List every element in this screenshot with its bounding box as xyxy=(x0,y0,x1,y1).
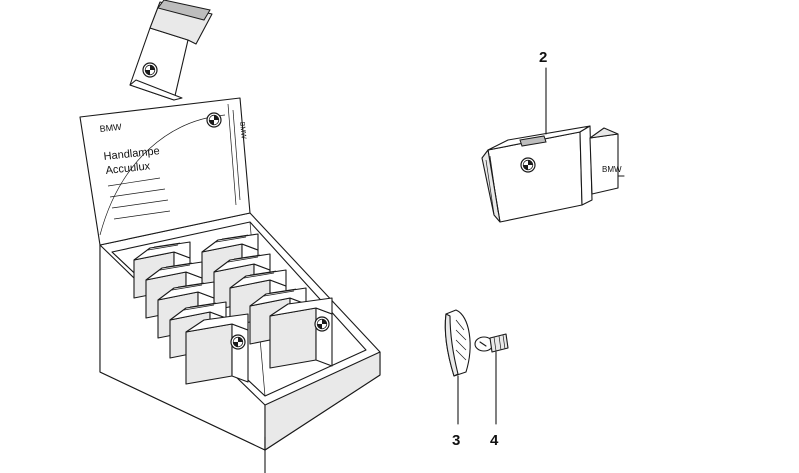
boxed-lamps xyxy=(133,233,333,385)
hand-lamp-part: BMW 2 xyxy=(481,49,625,223)
callout-2: 2 xyxy=(539,49,547,66)
lens-part: 3 xyxy=(444,309,471,449)
box-brand-label: BMW xyxy=(99,122,122,134)
bmw-roundel-icon xyxy=(520,157,536,173)
box-side-label: BMW xyxy=(238,121,247,139)
bmw-roundel-icon xyxy=(206,112,222,128)
display-box: BMW Handlampe Accuulux BMW xyxy=(79,0,381,473)
box-product-line2: Accuulux xyxy=(105,160,151,177)
lid-lamp xyxy=(129,0,213,101)
bulb-part: 4 xyxy=(474,333,509,449)
lamp-plug-mark: BMW xyxy=(602,165,622,174)
box-product-line1: Handlampe xyxy=(103,145,160,163)
callout-3: 3 xyxy=(452,432,460,449)
callout-4: 4 xyxy=(490,432,499,449)
